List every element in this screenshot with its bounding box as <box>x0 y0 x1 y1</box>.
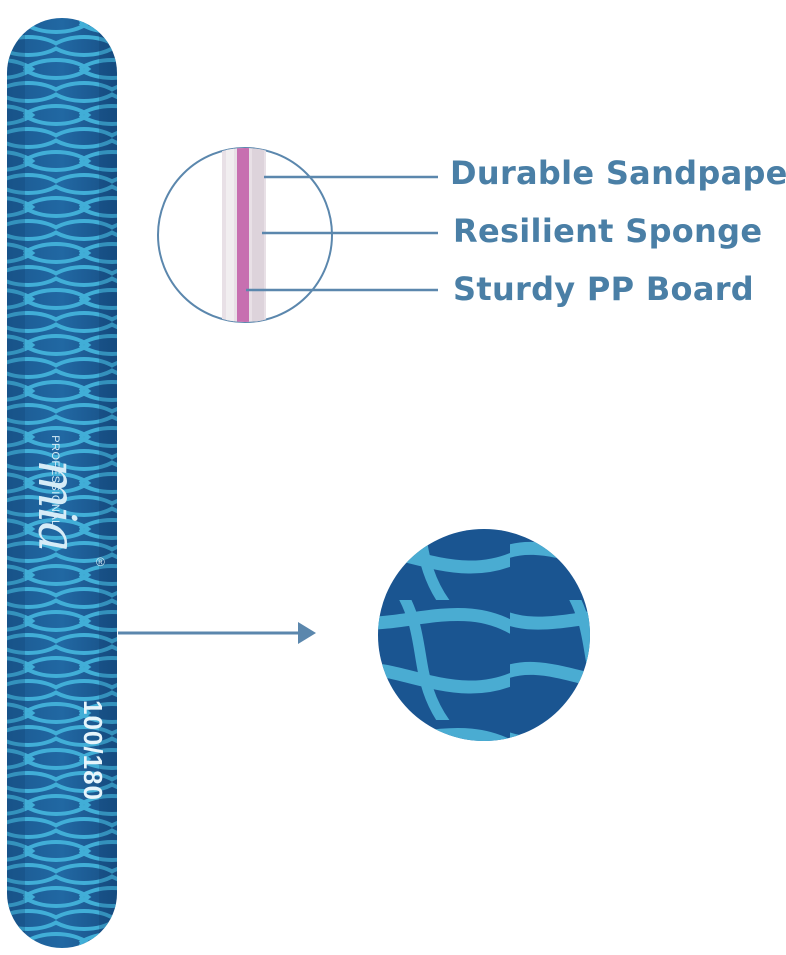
nail-file <box>7 18 117 948</box>
cross-section-magnifier <box>157 147 438 323</box>
brand-subtitle: PROFESSIONAL <box>49 435 61 527</box>
surface-zoom-circle <box>378 529 590 741</box>
grit-label: 100/180 <box>78 700 108 801</box>
right-arrow-icon <box>118 622 316 644</box>
callout-durable-sandpaper: Durable Sandpaper <box>450 154 786 192</box>
brand-logo: mia PROFESSIONAL ® <box>20 395 110 575</box>
callout-sturdy-pp-board: Sturdy PP Board <box>453 270 755 308</box>
callout-resilient-sponge: Resilient Sponge <box>453 212 763 250</box>
registered-mark: ® <box>96 555 105 569</box>
